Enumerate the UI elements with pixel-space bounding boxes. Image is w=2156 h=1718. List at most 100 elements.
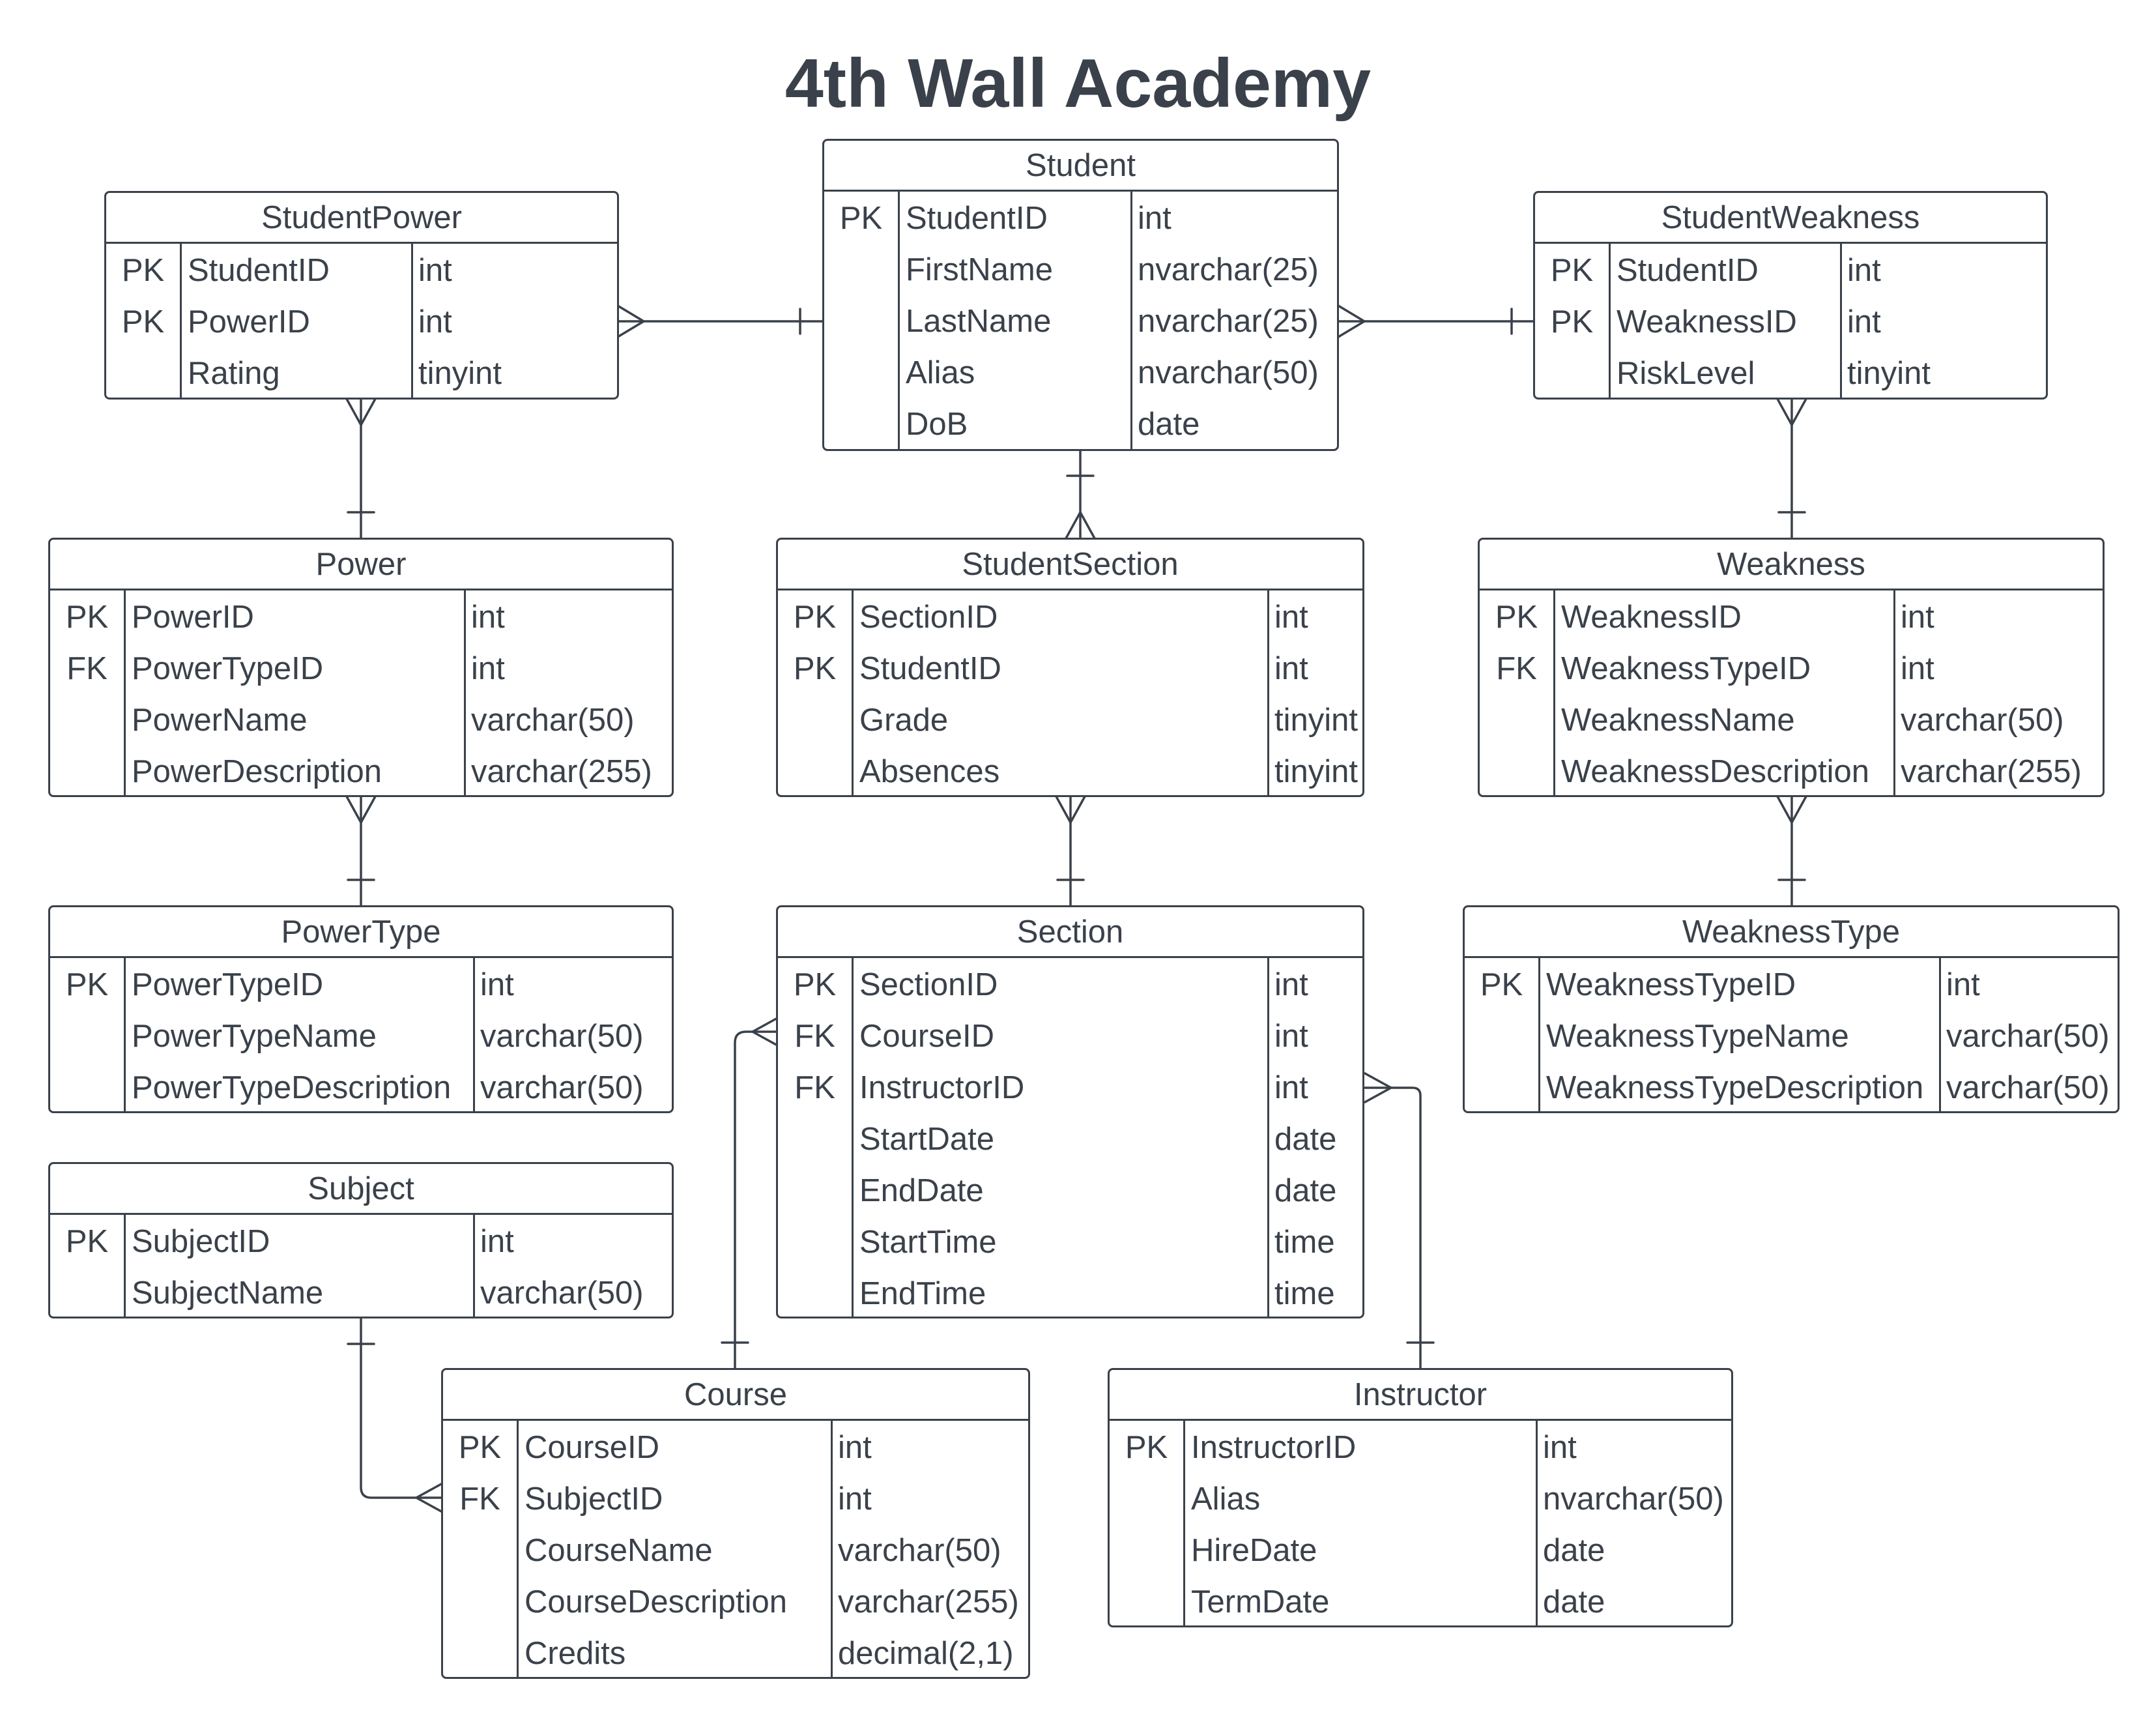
key-label: PK xyxy=(1550,304,1594,340)
key-label xyxy=(1480,695,1553,746)
field-type: time xyxy=(1274,1225,1335,1260)
connector-section-studentsection xyxy=(1055,795,1086,907)
field-name: RiskLevel xyxy=(1617,356,1755,391)
entity-section[interactable]: Section PK FK FK SectionID CourseID Inst… xyxy=(776,905,1364,1318)
field-name: WeaknessTypeID xyxy=(1561,651,1811,686)
field-name: CourseName xyxy=(525,1533,713,1568)
entity-instructor[interactable]: Instructor PK InstructorID Alias HireDat… xyxy=(1108,1368,1733,1627)
field-name: SubjectName xyxy=(132,1275,324,1311)
entity-student[interactable]: Student PK StudentID FirstName LastName … xyxy=(822,139,1339,451)
key-label xyxy=(778,1217,852,1268)
entity-studentpower[interactable]: StudentPower PK PK StudentID PowerID Rat… xyxy=(104,191,619,400)
field-type: varchar(50) xyxy=(1946,1019,2110,1054)
field-type: int xyxy=(1274,1019,1308,1054)
key-label: FK xyxy=(794,1019,835,1054)
entity-power[interactable]: Power PK FK PowerID PowerTypeID PowerNam… xyxy=(48,538,674,797)
field-type: nvarchar(50) xyxy=(1138,355,1319,390)
entity-studentweakness[interactable]: StudentWeakness PK PK StudentID Weakness… xyxy=(1533,191,2048,400)
connector-student-studentpower xyxy=(616,304,825,338)
entity-title: Section xyxy=(778,907,1362,958)
field-name: WeaknessTypeName xyxy=(1546,1019,1849,1054)
field-type: int xyxy=(1274,600,1308,635)
field-name: DoB xyxy=(906,407,968,442)
field-name: PowerID xyxy=(132,600,254,635)
field-type: int xyxy=(1543,1430,1577,1465)
diagram-title: 4th Wall Academy xyxy=(784,45,1372,122)
field-type: varchar(50) xyxy=(1946,1070,2110,1105)
key-label: PK xyxy=(1550,253,1594,288)
field-name: WeaknessID xyxy=(1561,600,1742,635)
key-label: FK xyxy=(794,1070,835,1105)
field-name: Alias xyxy=(906,355,975,390)
field-type: int xyxy=(1274,967,1308,1002)
connector-power-studentpower xyxy=(345,398,377,540)
field-name: EndDate xyxy=(859,1173,984,1208)
key-label: PK xyxy=(1480,967,1523,1002)
field-type: varchar(50) xyxy=(838,1533,1001,1568)
field-type: date xyxy=(1274,1173,1337,1208)
field-type: int xyxy=(1847,253,1881,288)
key-label xyxy=(1465,1062,1538,1111)
field-type: varchar(255) xyxy=(1901,754,2082,789)
connector-weakness-studentweakness xyxy=(1776,398,1807,540)
key-label xyxy=(824,347,898,399)
key-label: PK xyxy=(793,600,837,635)
entity-title: StudentWeakness xyxy=(1535,193,2046,244)
field-name: PowerDescription xyxy=(132,754,382,789)
key-label: PK xyxy=(793,651,837,686)
field-name: PowerTypeID xyxy=(132,967,324,1002)
field-name: WeaknessDescription xyxy=(1561,754,1869,789)
field-type: tinyint xyxy=(418,356,502,391)
entity-weakness[interactable]: Weakness PK FK WeaknessID WeaknessTypeID… xyxy=(1478,538,2105,797)
key-label xyxy=(1110,1577,1183,1625)
field-type: int xyxy=(1274,651,1308,686)
entity-studentsection[interactable]: StudentSection PK PK SectionID StudentID… xyxy=(776,538,1364,797)
field-type: varchar(255) xyxy=(471,754,652,789)
field-type: nvarchar(25) xyxy=(1138,252,1319,287)
connector-course-section xyxy=(721,1016,780,1370)
key-label xyxy=(778,1165,852,1217)
key-label xyxy=(443,1628,517,1677)
field-type: date xyxy=(1138,407,1200,442)
field-name: SectionID xyxy=(859,600,998,635)
field-name: PowerTypeDescription xyxy=(132,1070,452,1105)
field-type: date xyxy=(1274,1122,1337,1157)
field-name: Alias xyxy=(1191,1481,1261,1517)
field-type: int xyxy=(1901,600,1934,635)
field-name: Rating xyxy=(188,356,280,391)
key-label xyxy=(50,1011,124,1062)
field-type: varchar(50) xyxy=(480,1019,644,1054)
connector-weaknesstype-weakness xyxy=(1776,795,1807,907)
field-type: varchar(50) xyxy=(471,703,635,738)
key-label: FK xyxy=(1496,651,1537,686)
field-name: CourseID xyxy=(859,1019,994,1054)
field-name: StartDate xyxy=(859,1122,994,1157)
field-name: LastName xyxy=(906,304,1052,339)
field-name: PowerName xyxy=(132,703,308,738)
field-name: PowerID xyxy=(188,304,310,340)
entity-weaknesstype[interactable]: WeaknessType PK WeaknessTypeID WeaknessT… xyxy=(1463,905,2120,1113)
key-label xyxy=(778,1114,852,1165)
key-label: PK xyxy=(458,1430,502,1465)
key-label xyxy=(50,695,124,746)
field-name: Absences xyxy=(859,754,1000,789)
field-name: StudentID xyxy=(859,651,1001,686)
entity-title: StudentPower xyxy=(106,193,617,244)
field-name: PowerTypeID xyxy=(132,651,324,686)
key-label: PK xyxy=(1125,1430,1168,1465)
entity-title: Power xyxy=(50,540,672,590)
entity-subject[interactable]: Subject PK SubjectID SubjectName int var… xyxy=(48,1162,674,1318)
key-label xyxy=(778,1268,852,1317)
entity-powertype[interactable]: PowerType PK PowerTypeID PowerTypeName P… xyxy=(48,905,674,1113)
field-type: int xyxy=(838,1430,872,1465)
key-label: PK xyxy=(839,201,883,236)
field-name: StartTime xyxy=(859,1225,997,1260)
key-label xyxy=(1535,348,1609,398)
key-label: PK xyxy=(1495,600,1538,635)
entity-title: Course xyxy=(443,1370,1028,1421)
key-label xyxy=(50,1268,124,1317)
entity-course[interactable]: Course PK FK CourseID SubjectID CourseNa… xyxy=(441,1368,1030,1679)
entity-title: Instructor xyxy=(1110,1370,1731,1421)
field-type: time xyxy=(1274,1276,1335,1311)
field-type: int xyxy=(418,304,452,340)
